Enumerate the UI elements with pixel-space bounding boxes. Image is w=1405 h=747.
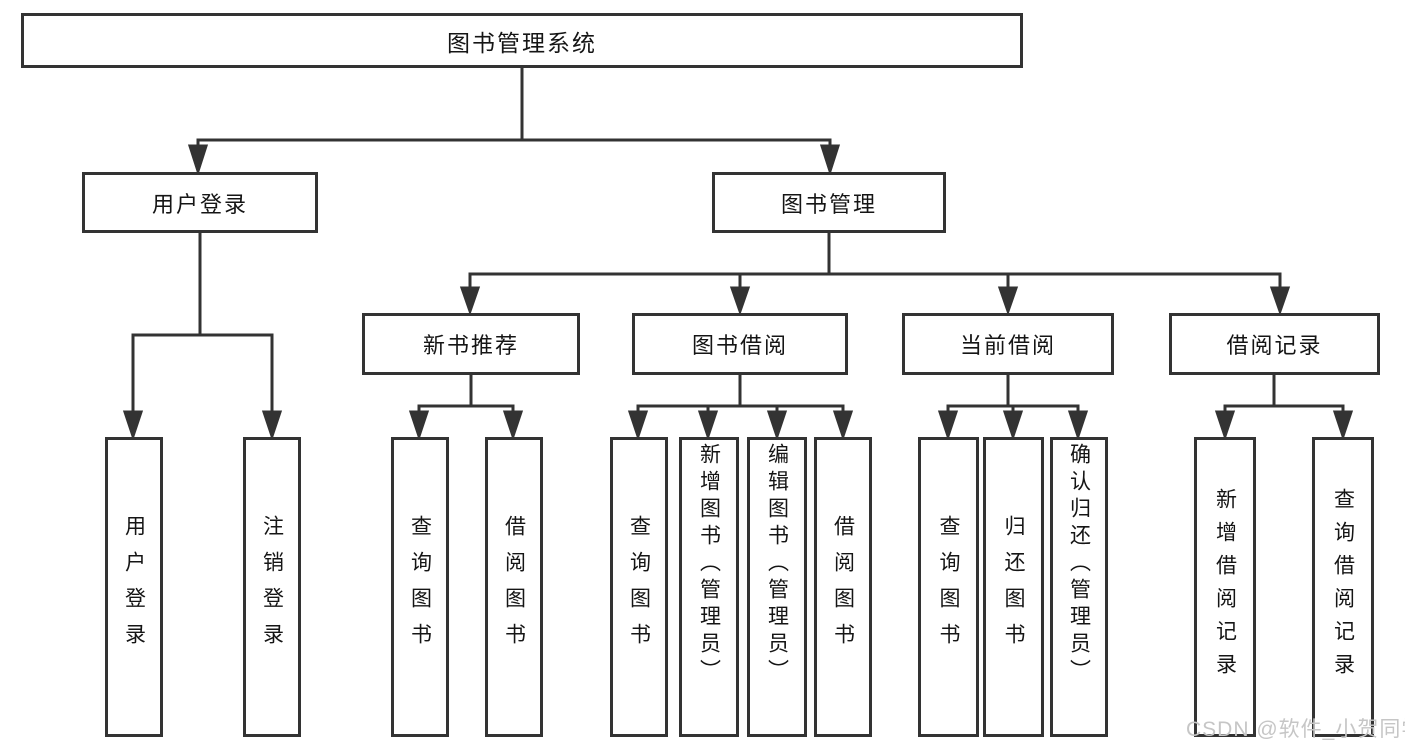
leaf-return-books: 归还图书: [983, 437, 1044, 737]
node-borrow-record: 借阅记录: [1169, 313, 1380, 375]
arrowhead: [766, 410, 788, 441]
leaf-label: 注销登录: [260, 515, 284, 659]
node-label: 图书管理系统: [447, 29, 597, 56]
node-label: 图书借阅: [691, 333, 788, 358]
node-current-borrow: 当前借阅: [902, 313, 1114, 375]
leaf-add-book-admin: 新增图书（管理员）: [679, 437, 739, 737]
arrowhead: [697, 410, 719, 441]
node-book-borrow: 图书借阅: [632, 313, 848, 375]
arrowhead: [997, 286, 1019, 316]
connector-borrow-record-children: [1214, 375, 1354, 441]
leaf-label: 新增图书（管理员）: [697, 443, 721, 686]
arrowhead: [729, 286, 751, 316]
arrowhead: [1002, 410, 1024, 441]
leaf-user-login: 用户登录: [105, 437, 163, 737]
arrowhead: [937, 410, 959, 441]
leaf-query-books-borrow: 查询图书: [610, 437, 668, 737]
leaf-label: 归还图书: [1002, 515, 1025, 659]
leaf-confirm-return-admin: 确认归还（管理员）: [1050, 437, 1108, 737]
leaf-label: 编辑图书（管理员）: [765, 443, 789, 686]
leaf-borrow-books: 借阅图书: [814, 437, 872, 737]
csdn-watermark: CSDN @软件_小贺同学: [1186, 718, 1405, 741]
node-user-login: 用户登录: [82, 172, 318, 233]
arrowhead: [408, 410, 430, 441]
arrowhead: [1067, 410, 1089, 441]
arrowhead: [1269, 286, 1291, 316]
arrowhead: [261, 410, 283, 441]
connector-new-book-children: [408, 375, 524, 441]
connector-root-to-level2: [187, 68, 841, 176]
arrowhead: [627, 410, 649, 441]
leaf-query-borrow-record: 查询借阅记录: [1312, 437, 1374, 737]
connector-book-borrow-children: [627, 375, 854, 441]
arrowhead: [459, 286, 481, 316]
arrowhead: [122, 410, 144, 441]
leaf-add-borrow-record: 新增借阅记录: [1194, 437, 1256, 737]
leaf-label: 查询图书: [627, 515, 651, 659]
node-label: 用户登录: [151, 191, 248, 217]
node-label: 新书推荐: [422, 333, 519, 358]
arrowhead: [502, 410, 524, 441]
node-new-book-recommend: 新书推荐: [362, 313, 580, 375]
leaf-logout: 注销登录: [243, 437, 301, 737]
node-label: 借阅记录: [1226, 333, 1323, 358]
leaf-query-books-current: 查询图书: [918, 437, 979, 737]
leaf-label: 查询借阅记录: [1331, 488, 1355, 686]
leaf-label: 查询图书: [937, 515, 960, 659]
connector-user-login-children: [122, 233, 283, 441]
leaf-label: 借阅图书: [831, 515, 855, 659]
connector-book-management-children: [459, 233, 1291, 316]
node-library-management-system: 图书管理系统: [21, 13, 1023, 68]
leaf-label: 查询图书: [408, 515, 432, 659]
leaf-query-books-recommend: 查询图书: [391, 437, 449, 737]
node-label: 当前借阅: [959, 333, 1056, 358]
arrowhead: [819, 144, 841, 176]
arrowhead: [832, 410, 854, 441]
node-book-management: 图书管理: [712, 172, 946, 233]
leaf-label: 用户登录: [122, 515, 146, 659]
connector-current-borrow-children: [937, 375, 1089, 441]
node-label: 图书管理: [780, 191, 877, 217]
arrowhead: [1214, 410, 1236, 441]
arrowhead: [187, 144, 209, 176]
leaf-label: 确认归还（管理员）: [1067, 443, 1091, 686]
leaf-label: 借阅图书: [502, 515, 526, 659]
leaf-edit-book-admin: 编辑图书（管理员）: [747, 437, 807, 737]
leaf-borrow-books-recommend: 借阅图书: [485, 437, 543, 737]
leaf-label: 新增借阅记录: [1213, 488, 1237, 686]
arrowhead: [1332, 410, 1354, 441]
